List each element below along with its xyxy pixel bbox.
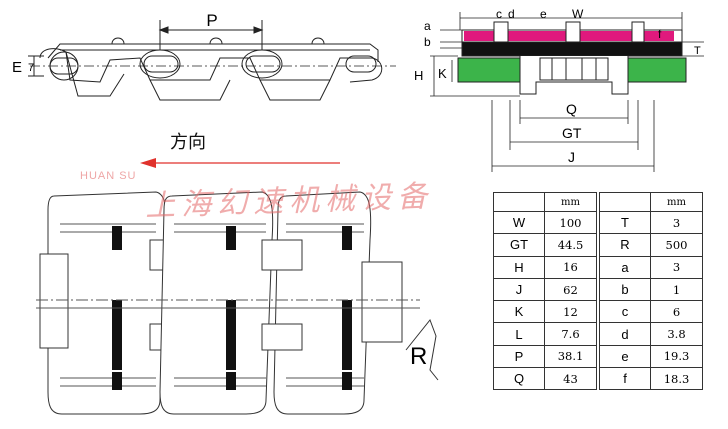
- label-f: f: [658, 27, 662, 41]
- label-P: P: [206, 11, 217, 30]
- chain-top-view: [36, 191, 439, 415]
- label-R: R: [410, 343, 427, 370]
- spec-header-row: mm mm: [493, 192, 703, 212]
- label-c: c: [496, 7, 502, 21]
- spec-row: GT 44.5 R 500: [493, 233, 703, 257]
- label-K: K: [438, 66, 447, 81]
- spec-row: L 7.6 d 3.8: [493, 322, 703, 346]
- label-GT: GT: [562, 125, 582, 141]
- direction-label: 方向: [170, 132, 206, 153]
- label-d: d: [508, 7, 515, 21]
- label-e: e: [540, 7, 547, 21]
- label-a: a: [424, 19, 431, 33]
- spec-row: K 12 c 6: [493, 300, 703, 324]
- label-H: H: [414, 68, 423, 83]
- label-b: b: [424, 35, 431, 49]
- label-7: 7: [28, 62, 34, 74]
- chain-cross-section: [430, 12, 704, 172]
- spec-row: H 16 a 3: [493, 255, 703, 279]
- watermark-brand: HUAN SU: [80, 170, 137, 182]
- label-T: T: [694, 45, 701, 57]
- direction-arrow: [140, 158, 340, 168]
- unit-left: mm: [544, 192, 597, 212]
- spec-table: mm mm W 100 T 3 GT 44.5 R 500 H 16 a 3 J…: [493, 192, 703, 391]
- label-E: E: [12, 59, 22, 76]
- spec-row: P 38.1 e 19.3: [493, 344, 703, 369]
- unit-right: mm: [650, 192, 703, 212]
- spec-row: W 100 T 3: [493, 210, 703, 235]
- spec-row: J 62 b 1: [493, 277, 703, 302]
- chain-side-view: [28, 20, 396, 101]
- label-Q: Q: [566, 101, 577, 117]
- label-J: J: [568, 149, 575, 165]
- label-W: W: [572, 7, 584, 21]
- spec-row: Q 43 f 18.3: [493, 367, 703, 391]
